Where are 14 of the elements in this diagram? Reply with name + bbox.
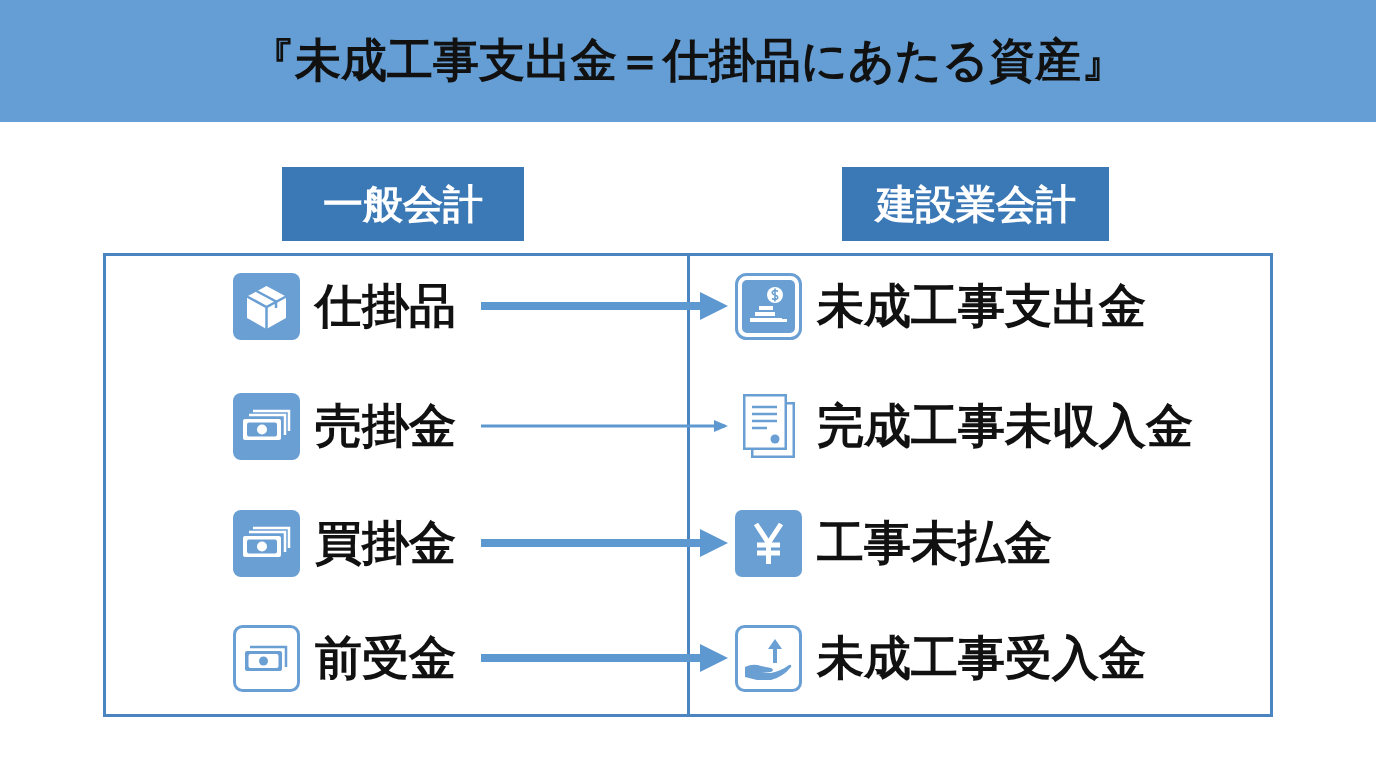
- arrow: [481, 420, 728, 432]
- account-label: 未成工事支出金: [817, 280, 1146, 332]
- header-text: 一般会計: [323, 182, 483, 226]
- title: 『未成工事支出金＝仕掛品にあたる資産』: [249, 33, 1127, 89]
- account-label: 未成工事受入金: [817, 632, 1146, 684]
- account-label: 買掛金: [315, 517, 456, 569]
- account-label: 売掛金: [315, 400, 456, 452]
- account-label: 工事未払金: [817, 517, 1052, 569]
- account-label: 前受金: [315, 632, 456, 684]
- account-label: 仕掛品: [315, 280, 456, 332]
- account-label: 完成工事未収入金: [817, 400, 1193, 452]
- header-box: [842, 167, 1109, 241]
- header-box: [282, 167, 524, 241]
- header-text: 建設業会計: [875, 182, 1076, 226]
